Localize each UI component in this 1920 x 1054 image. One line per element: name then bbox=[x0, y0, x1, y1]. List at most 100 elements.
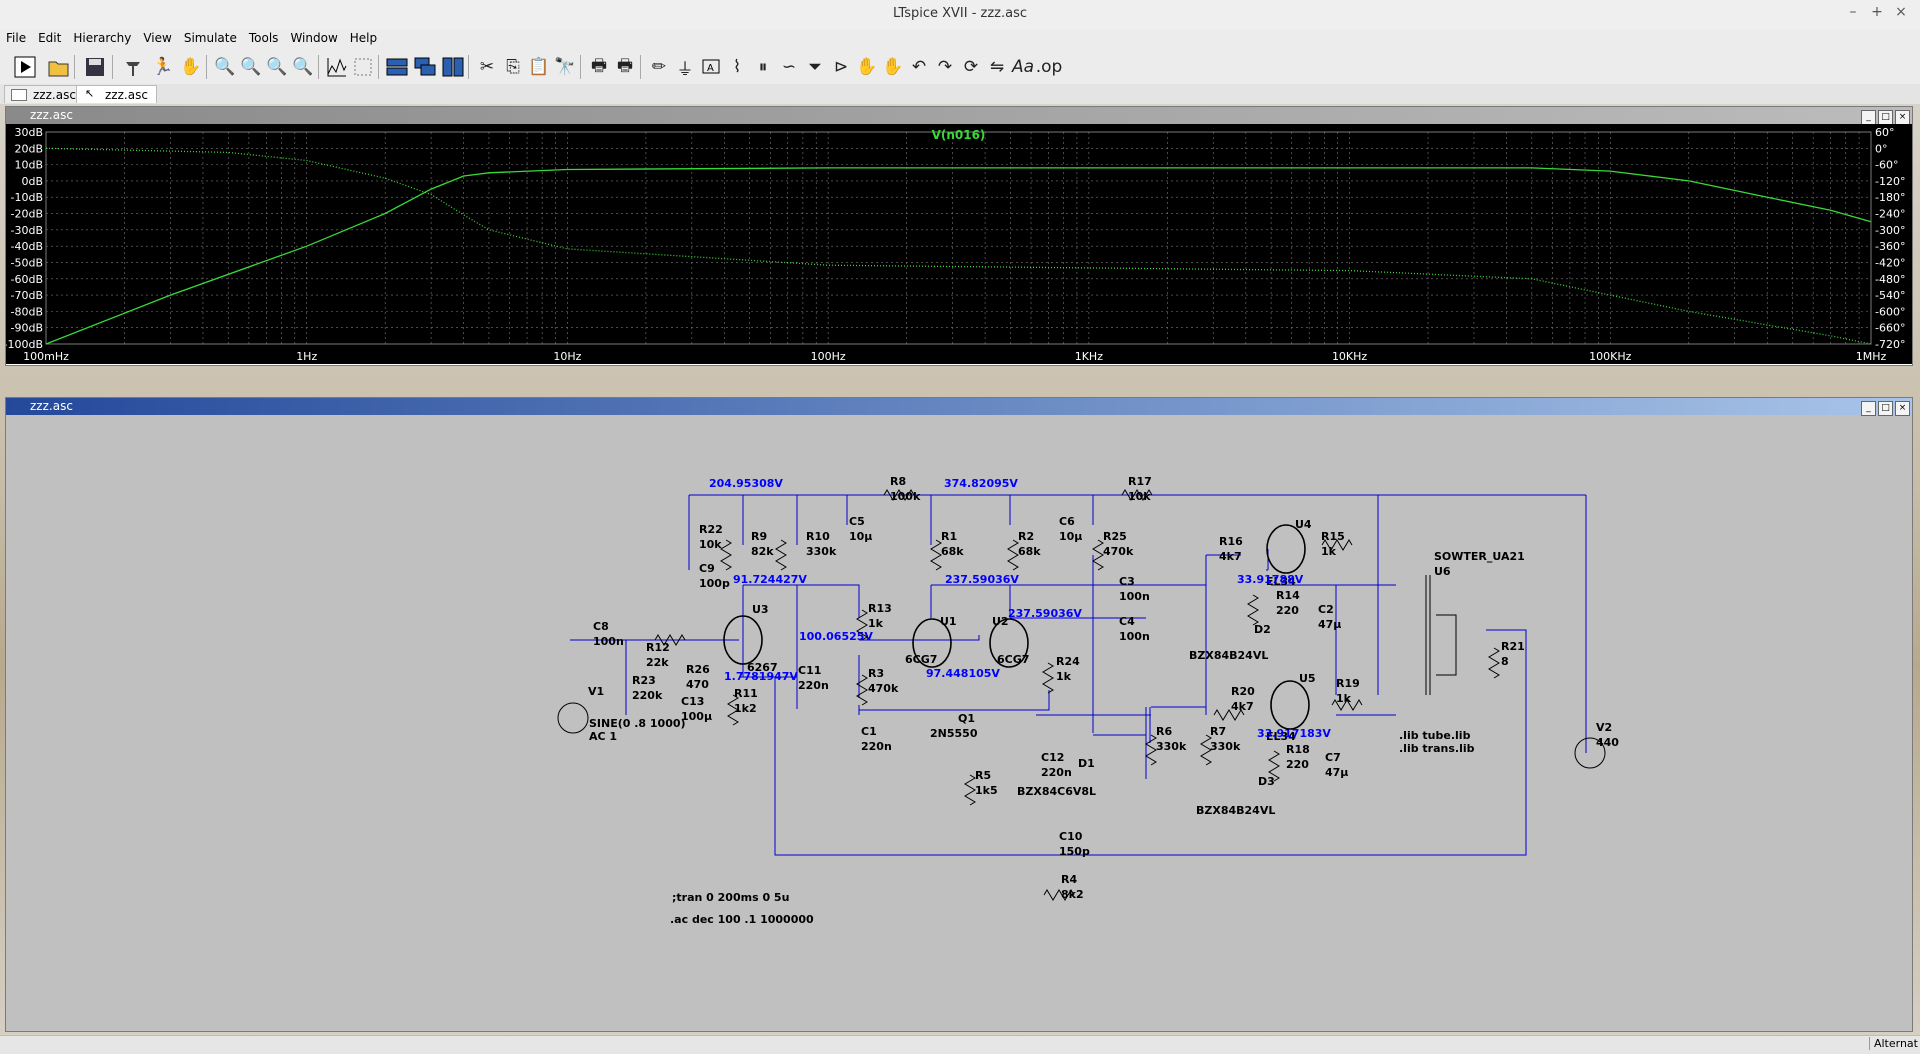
voltage-source-symbol[interactable] bbox=[1574, 737, 1606, 769]
cascade-icon[interactable] bbox=[412, 54, 438, 80]
resistor-symbol[interactable] bbox=[856, 609, 868, 641]
component-ref: R12 bbox=[646, 641, 670, 654]
status-text: Alternat bbox=[1868, 1037, 1918, 1050]
control-panel-icon[interactable] bbox=[120, 54, 146, 80]
undo-icon[interactable]: ↶ bbox=[911, 57, 927, 77]
component-ref: C3 bbox=[1119, 575, 1135, 588]
resistor-symbol[interactable] bbox=[1043, 889, 1075, 901]
resistor-icon[interactable]: ⌇ bbox=[732, 57, 742, 77]
resistor-symbol[interactable] bbox=[856, 674, 868, 706]
component-value: 4k7 bbox=[1219, 550, 1242, 563]
y-left-tick-label: 0dB bbox=[21, 175, 43, 188]
menu-hierarchy[interactable]: Hierarchy bbox=[73, 31, 132, 45]
resistor-symbol[interactable] bbox=[1121, 489, 1153, 501]
minimize-icon[interactable]: _ bbox=[1861, 401, 1876, 416]
spice-directive-icon[interactable]: .op bbox=[1035, 57, 1063, 77]
resistor-symbol[interactable] bbox=[1331, 699, 1363, 711]
redo-icon[interactable]: ↷ bbox=[937, 57, 953, 77]
diode-icon[interactable]: ⏷ bbox=[808, 57, 822, 77]
label-net-icon[interactable]: A bbox=[698, 54, 724, 80]
vacuum-tube-symbol[interactable] bbox=[912, 618, 952, 668]
component-ref: R15 bbox=[1321, 530, 1345, 543]
minimize-icon[interactable]: _ bbox=[1861, 110, 1876, 125]
resistor-symbol[interactable] bbox=[1007, 539, 1019, 571]
resistor-symbol[interactable] bbox=[1213, 709, 1245, 721]
tile-vertical-icon[interactable] bbox=[440, 54, 466, 80]
inductor-icon[interactable]: ∽ bbox=[781, 57, 797, 77]
move-hand-icon[interactable]: ✋ bbox=[856, 57, 878, 77]
paste-icon[interactable]: 📋 bbox=[528, 57, 550, 77]
vacuum-tube-symbol[interactable] bbox=[723, 615, 763, 665]
maximize-icon[interactable]: □ bbox=[1878, 401, 1893, 416]
resistor-symbol[interactable] bbox=[1247, 594, 1259, 626]
resistor-symbol[interactable] bbox=[1092, 539, 1104, 571]
cursor-icon[interactable] bbox=[350, 54, 376, 80]
capacitor-icon[interactable]: ⏸ bbox=[758, 57, 768, 77]
find-icon[interactable]: 🔭 bbox=[554, 57, 576, 77]
maximize-icon[interactable]: □ bbox=[1878, 110, 1893, 125]
y-left-tick-label: -90dB bbox=[11, 322, 44, 335]
resistor-symbol[interactable] bbox=[775, 539, 787, 571]
open-folder-icon[interactable] bbox=[46, 54, 72, 80]
zoom-full-icon[interactable]: 🔍 bbox=[240, 57, 262, 77]
node-voltage-label: 237.59036V bbox=[1008, 607, 1082, 620]
close-icon[interactable]: × bbox=[1895, 401, 1910, 416]
zoom-cancel-icon[interactable]: 🔍 bbox=[292, 57, 314, 77]
print-preview-icon[interactable]: 🖶 bbox=[590, 55, 608, 76]
vacuum-tube-symbol[interactable] bbox=[989, 618, 1029, 668]
run-icon[interactable] bbox=[12, 54, 38, 80]
component-value: 1k bbox=[1321, 545, 1337, 558]
menu-window[interactable]: Window bbox=[290, 31, 338, 45]
resistor-symbol[interactable] bbox=[1145, 734, 1157, 766]
zoom-out-icon[interactable]: 🔍 bbox=[266, 57, 288, 77]
resistor-symbol[interactable] bbox=[1321, 539, 1353, 551]
maximize-icon[interactable]: + bbox=[1871, 4, 1883, 20]
vacuum-tube-symbol[interactable] bbox=[1266, 524, 1306, 574]
copy-icon[interactable]: ⎘ bbox=[506, 57, 520, 77]
resistor-symbol[interactable] bbox=[930, 539, 942, 571]
menu-help[interactable]: Help bbox=[349, 31, 378, 45]
menu-edit[interactable]: Edit bbox=[38, 31, 62, 45]
menu-simulate[interactable]: Simulate bbox=[183, 31, 237, 45]
component-icon[interactable]: ⊳ bbox=[833, 57, 849, 77]
rotate-icon[interactable]: ⟳ bbox=[963, 57, 979, 77]
y-right-tick-label: -360° bbox=[1875, 240, 1905, 253]
resistor-symbol[interactable] bbox=[1042, 662, 1054, 694]
autorange-icon[interactable] bbox=[324, 54, 350, 80]
drag-hand-icon[interactable]: ✋ bbox=[882, 57, 904, 77]
schematic-canvas[interactable]: R8100kR1710kR2210kC9100pR982kR10330kC510… bbox=[6, 415, 1910, 1029]
zoom-in-icon[interactable]: 🔍 bbox=[214, 57, 236, 77]
save-icon[interactable] bbox=[82, 54, 108, 80]
voltage-source-symbol[interactable] bbox=[557, 702, 589, 734]
tab-schematic[interactable]: ↖zzz.asc bbox=[76, 85, 157, 103]
mirror-icon[interactable]: ⇋ bbox=[989, 57, 1005, 77]
transformer-symbol[interactable] bbox=[1425, 575, 1457, 695]
component-ref: R21 bbox=[1501, 640, 1525, 653]
draw-wire-icon[interactable]: ✏ bbox=[651, 57, 667, 77]
close-icon[interactable]: × bbox=[1895, 110, 1910, 125]
menu-view[interactable]: View bbox=[143, 31, 172, 45]
print-icon[interactable]: 🖶 bbox=[616, 55, 634, 76]
pan-hand-icon[interactable]: ✋ bbox=[180, 57, 202, 77]
resistor-symbol[interactable] bbox=[1488, 647, 1500, 679]
halt-icon[interactable]: 🏃 bbox=[152, 57, 174, 77]
resistor-symbol[interactable] bbox=[654, 634, 686, 646]
vacuum-tube-symbol[interactable] bbox=[1270, 680, 1310, 730]
menu-file[interactable]: File bbox=[6, 31, 27, 45]
resistor-symbol[interactable] bbox=[883, 489, 915, 501]
resistor-symbol[interactable] bbox=[964, 774, 976, 806]
cut-icon[interactable]: ✂ bbox=[479, 57, 495, 77]
text-icon[interactable]: Aa bbox=[1011, 57, 1035, 77]
resistor-symbol[interactable] bbox=[720, 539, 732, 571]
menu-tools[interactable]: Tools bbox=[248, 31, 279, 45]
tab-waveform[interactable]: zzz.asc bbox=[4, 85, 85, 103]
resistor-symbol[interactable] bbox=[1200, 734, 1212, 766]
close-icon[interactable]: × bbox=[1895, 4, 1907, 20]
tile-horizontal-icon[interactable] bbox=[384, 54, 410, 80]
resistor-symbol[interactable] bbox=[1268, 750, 1280, 782]
minimize-icon[interactable]: – bbox=[1849, 4, 1857, 20]
resistor-symbol[interactable] bbox=[727, 694, 739, 726]
ground-icon[interactable]: ⏚ bbox=[676, 59, 694, 80]
component-ref: C12 bbox=[1041, 751, 1064, 764]
